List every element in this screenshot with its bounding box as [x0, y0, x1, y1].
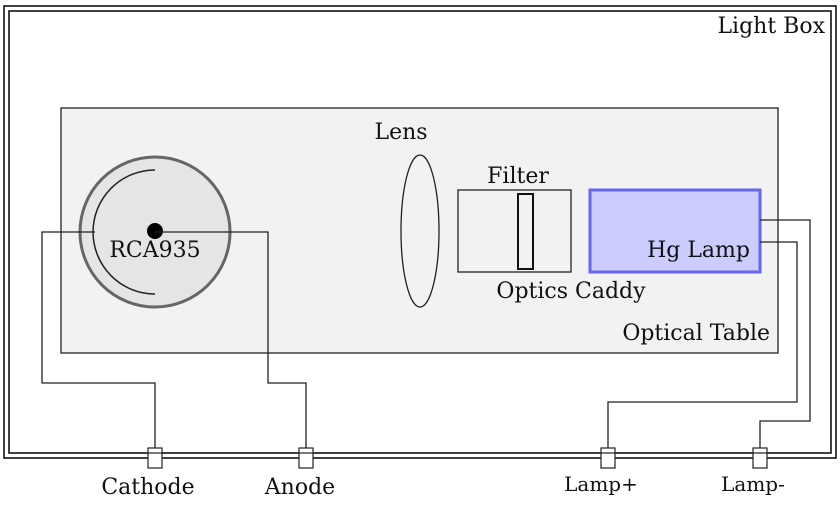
- filter: [517, 193, 534, 270]
- lamp-plus-terminal: [600, 447, 616, 469]
- phototube-anode: [147, 223, 163, 239]
- lens-label: Lens: [374, 120, 427, 145]
- light-box-inner: [8, 10, 832, 454]
- anode-label: Anode: [264, 475, 335, 500]
- lamp-plus-label: Lamp+: [564, 472, 638, 496]
- filter-label: Filter: [487, 164, 549, 189]
- anode-wire: [155, 231, 307, 448]
- lamp-minus-wire: [759, 219, 811, 448]
- optics-caddy: [457, 189, 572, 273]
- lamp-plus-wire: [607, 241, 798, 448]
- lamp-minus-label: Lamp-: [721, 472, 785, 496]
- hg-lamp: [588, 188, 762, 274]
- light-box-outer: [3, 5, 837, 459]
- anode-terminal: [298, 447, 314, 469]
- lens: [400, 154, 440, 308]
- light-box-label: Light Box: [717, 14, 825, 39]
- cathode-label: Cathode: [101, 475, 194, 500]
- lamp-minus-terminal: [752, 447, 768, 469]
- hg-lamp-label: Hg Lamp: [647, 238, 750, 263]
- phototube-label: RCA935: [109, 238, 200, 263]
- cathode-wire: [41, 231, 156, 448]
- cathode-terminal: [147, 447, 163, 469]
- optics-caddy-label: Optics Caddy: [496, 279, 646, 304]
- optical-table-label: Optical Table: [622, 321, 770, 346]
